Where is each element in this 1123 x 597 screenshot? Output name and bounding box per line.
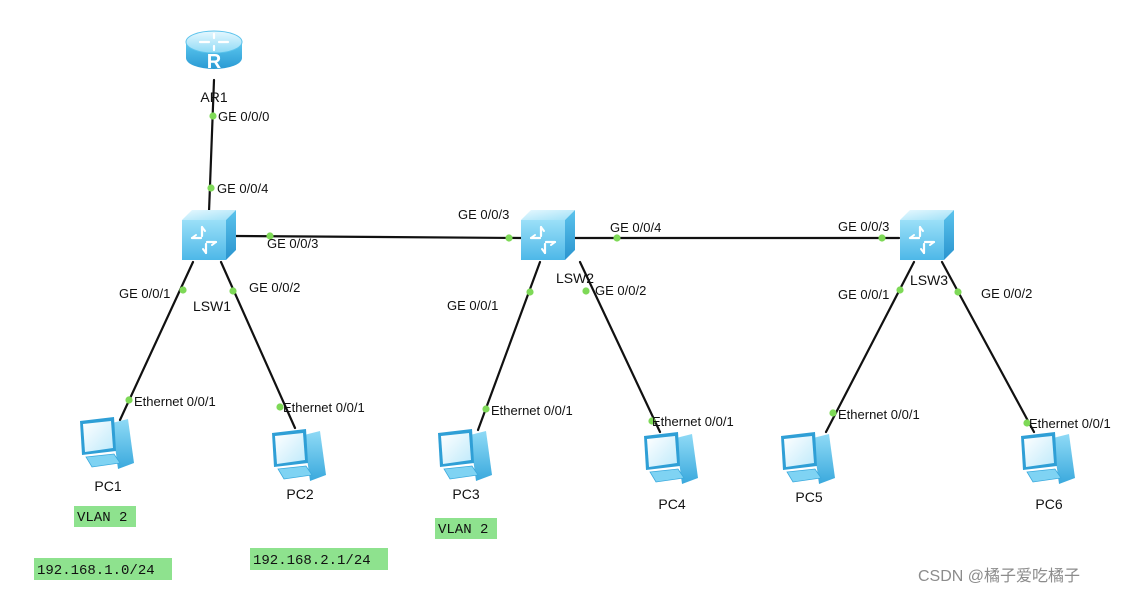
port-dot-lsw1-to-pc2-to[interactable] — [276, 403, 284, 411]
port-dot-lsw2-to-pc3-to[interactable] — [482, 405, 490, 413]
port-label-pc3-ethernet-0-0-1: Ethernet 0/0/1 — [491, 403, 573, 418]
port-dot-lsw2-to-pc3-from[interactable] — [526, 288, 534, 296]
device-label-lsw2: LSW2 — [556, 270, 594, 286]
switch-icon[interactable] — [521, 210, 575, 260]
watermark-text: CSDN @橘子爱吃橘子 — [918, 567, 1080, 585]
port-dot-lsw3-to-pc5-to[interactable] — [829, 409, 837, 417]
port-label-lsw2-ge-0-0-1: GE 0/0/1 — [447, 298, 498, 313]
port-dot-lsw1-to-pc2-from[interactable] — [229, 287, 237, 295]
pc-icon[interactable] — [272, 429, 326, 481]
port-dot-ar1-to-lsw1-to[interactable] — [207, 184, 215, 192]
device-label-pc4: PC4 — [658, 496, 685, 512]
device-label-pc3: PC3 — [452, 486, 479, 502]
switch-icon[interactable] — [900, 210, 954, 260]
link-lsw1-to-lsw2[interactable] — [234, 234, 523, 240]
port-dot-lsw1-to-lsw2-from[interactable] — [266, 232, 274, 240]
labels-layer: GE 0/0/0 GE 0/0/4 GE 0/0/3 GE 0/0/3 GE 0/0/4… — [94, 89, 1110, 512]
device-label-lsw3: LSW3 — [910, 272, 948, 288]
port-label-lsw3-ge-0-0-2: GE 0/0/2 — [981, 286, 1032, 301]
port-label-pc5-ethernet-0-0-1: Ethernet 0/0/1 — [838, 407, 920, 422]
port-dot-lsw3-to-pc5-from[interactable] — [896, 286, 904, 294]
tag-text-vlan-pc1: VLAN 2 — [77, 510, 127, 526]
port-label-lsw3-ge-0-0-1: GE 0/0/1 — [838, 287, 889, 302]
tag-net-pc2: 192.168.2.1/24 — [250, 548, 388, 570]
port-label-lsw1-ge-0-0-3: GE 0/0/3 — [267, 236, 318, 251]
router-icon[interactable]: R — [185, 30, 243, 73]
port-dot-lsw2-to-lsw3-to[interactable] — [878, 234, 886, 242]
port-label-pc2-ethernet-0-0-1: Ethernet 0/0/1 — [283, 400, 365, 415]
tag-net-pc1: 192.168.1.0/24 — [34, 558, 172, 580]
pc-icon[interactable] — [644, 432, 698, 484]
port-dot-ar1-to-lsw1-from[interactable] — [209, 112, 217, 120]
device-label-pc2: PC2 — [286, 486, 313, 502]
tag-vlan-pc3: VLAN 2 — [435, 518, 497, 539]
tag-text-net-pc2: 192.168.2.1/24 — [253, 553, 371, 569]
svg-text:R: R — [207, 51, 222, 73]
port-label-lsw2-ge-0-0-2: GE 0/0/2 — [595, 283, 646, 298]
pc-icon[interactable] — [80, 417, 134, 469]
port-dot-lsw2-to-lsw3-from[interactable] — [613, 234, 621, 242]
port-label-lsw2-ge-0-0-4: GE 0/0/4 — [610, 220, 661, 235]
port-label-lsw1-ge-0-0-1: GE 0/0/1 — [119, 286, 170, 301]
port-label-lsw3-ge-0-0-3: GE 0/0/3 — [838, 219, 889, 234]
port-dot-lsw3-to-pc6-from[interactable] — [954, 288, 962, 296]
port-label-pc4-ethernet-0-0-1: Ethernet 0/0/1 — [652, 414, 734, 429]
port-label-lsw1-ge-0-0-4: GE 0/0/4 — [217, 181, 268, 196]
port-dot-lsw1-to-pc1-from[interactable] — [179, 286, 187, 294]
pc-icon[interactable] — [438, 429, 492, 481]
port-label-pc1-ethernet-0-0-1: Ethernet 0/0/1 — [134, 394, 216, 409]
port-dot-lsw1-to-pc1-to[interactable] — [125, 396, 133, 404]
device-label-pc5: PC5 — [795, 489, 822, 505]
pc-icon[interactable] — [781, 432, 835, 484]
switch-icon[interactable] — [182, 210, 236, 260]
devices-layer: R — [80, 30, 1075, 484]
device-label-pc6: PC6 — [1035, 496, 1062, 512]
tag-text-vlan-pc3: VLAN 2 — [438, 522, 488, 538]
device-label-ar1: AR1 — [200, 89, 227, 105]
tag-vlan-pc1: VLAN 2 — [74, 506, 136, 527]
port-label-pc6-ethernet-0-0-1: Ethernet 0/0/1 — [1029, 416, 1111, 431]
port-dots-layer — [125, 112, 1031, 427]
port-dot-lsw2-to-pc4-from[interactable] — [582, 287, 590, 295]
port-label-ar1-ge-0-0-0: GE 0/0/0 — [218, 109, 269, 124]
link-lsw2-to-pc4[interactable] — [578, 260, 662, 434]
port-dot-lsw3-to-pc6-to[interactable] — [1023, 419, 1031, 427]
tag-text-net-pc1: 192.168.1.0/24 — [37, 563, 155, 579]
port-label-lsw1-ge-0-0-2: GE 0/0/2 — [249, 280, 300, 295]
port-dot-lsw2-to-pc4-to[interactable] — [648, 417, 656, 425]
links-layer — [118, 78, 1036, 434]
device-label-lsw1: LSW1 — [193, 298, 231, 314]
tags-layer: VLAN 2 192.168.1.0/24 192.168.2.1/24 VLAN 2 — [34, 506, 497, 580]
pc-icon[interactable] — [1021, 432, 1075, 484]
device-label-pc1: PC1 — [94, 478, 121, 494]
port-label-lsw2-ge-0-0-3: GE 0/0/3 — [458, 207, 509, 222]
port-dot-lsw1-to-lsw2-to[interactable] — [505, 234, 513, 242]
